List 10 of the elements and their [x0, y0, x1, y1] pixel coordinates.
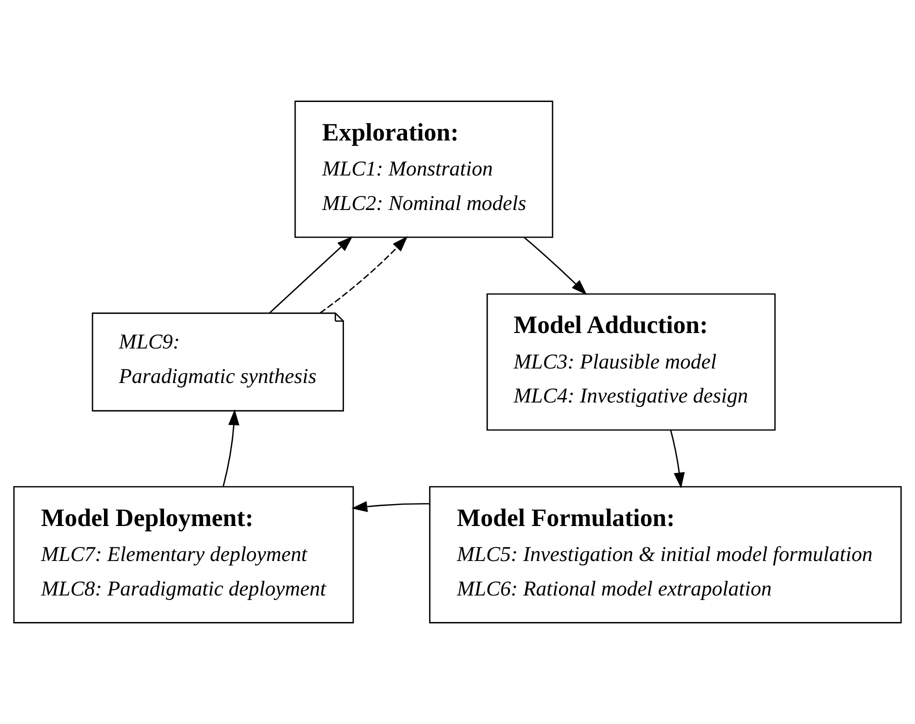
node-box: Model Formulation: MLC5: Investigation & initial model formulation MLC6: Rational model extrapolation	[429, 486, 902, 624]
arrow	[351, 501, 430, 512]
node-box: Exploration: MLC1: Monstration MLC2: Nominal models	[294, 100, 554, 238]
node-box: Model Deployment: MLC7: Elementary deployment MLC8: Paradigmatic deployment	[13, 486, 354, 624]
arrow	[222, 409, 240, 487]
arrow	[524, 237, 587, 296]
node-box: Model Adduction: MLC3: Plausible model MLC4: Investigative design	[486, 293, 776, 431]
arrow	[320, 236, 408, 314]
arrow	[670, 430, 685, 488]
arrow	[269, 236, 353, 314]
